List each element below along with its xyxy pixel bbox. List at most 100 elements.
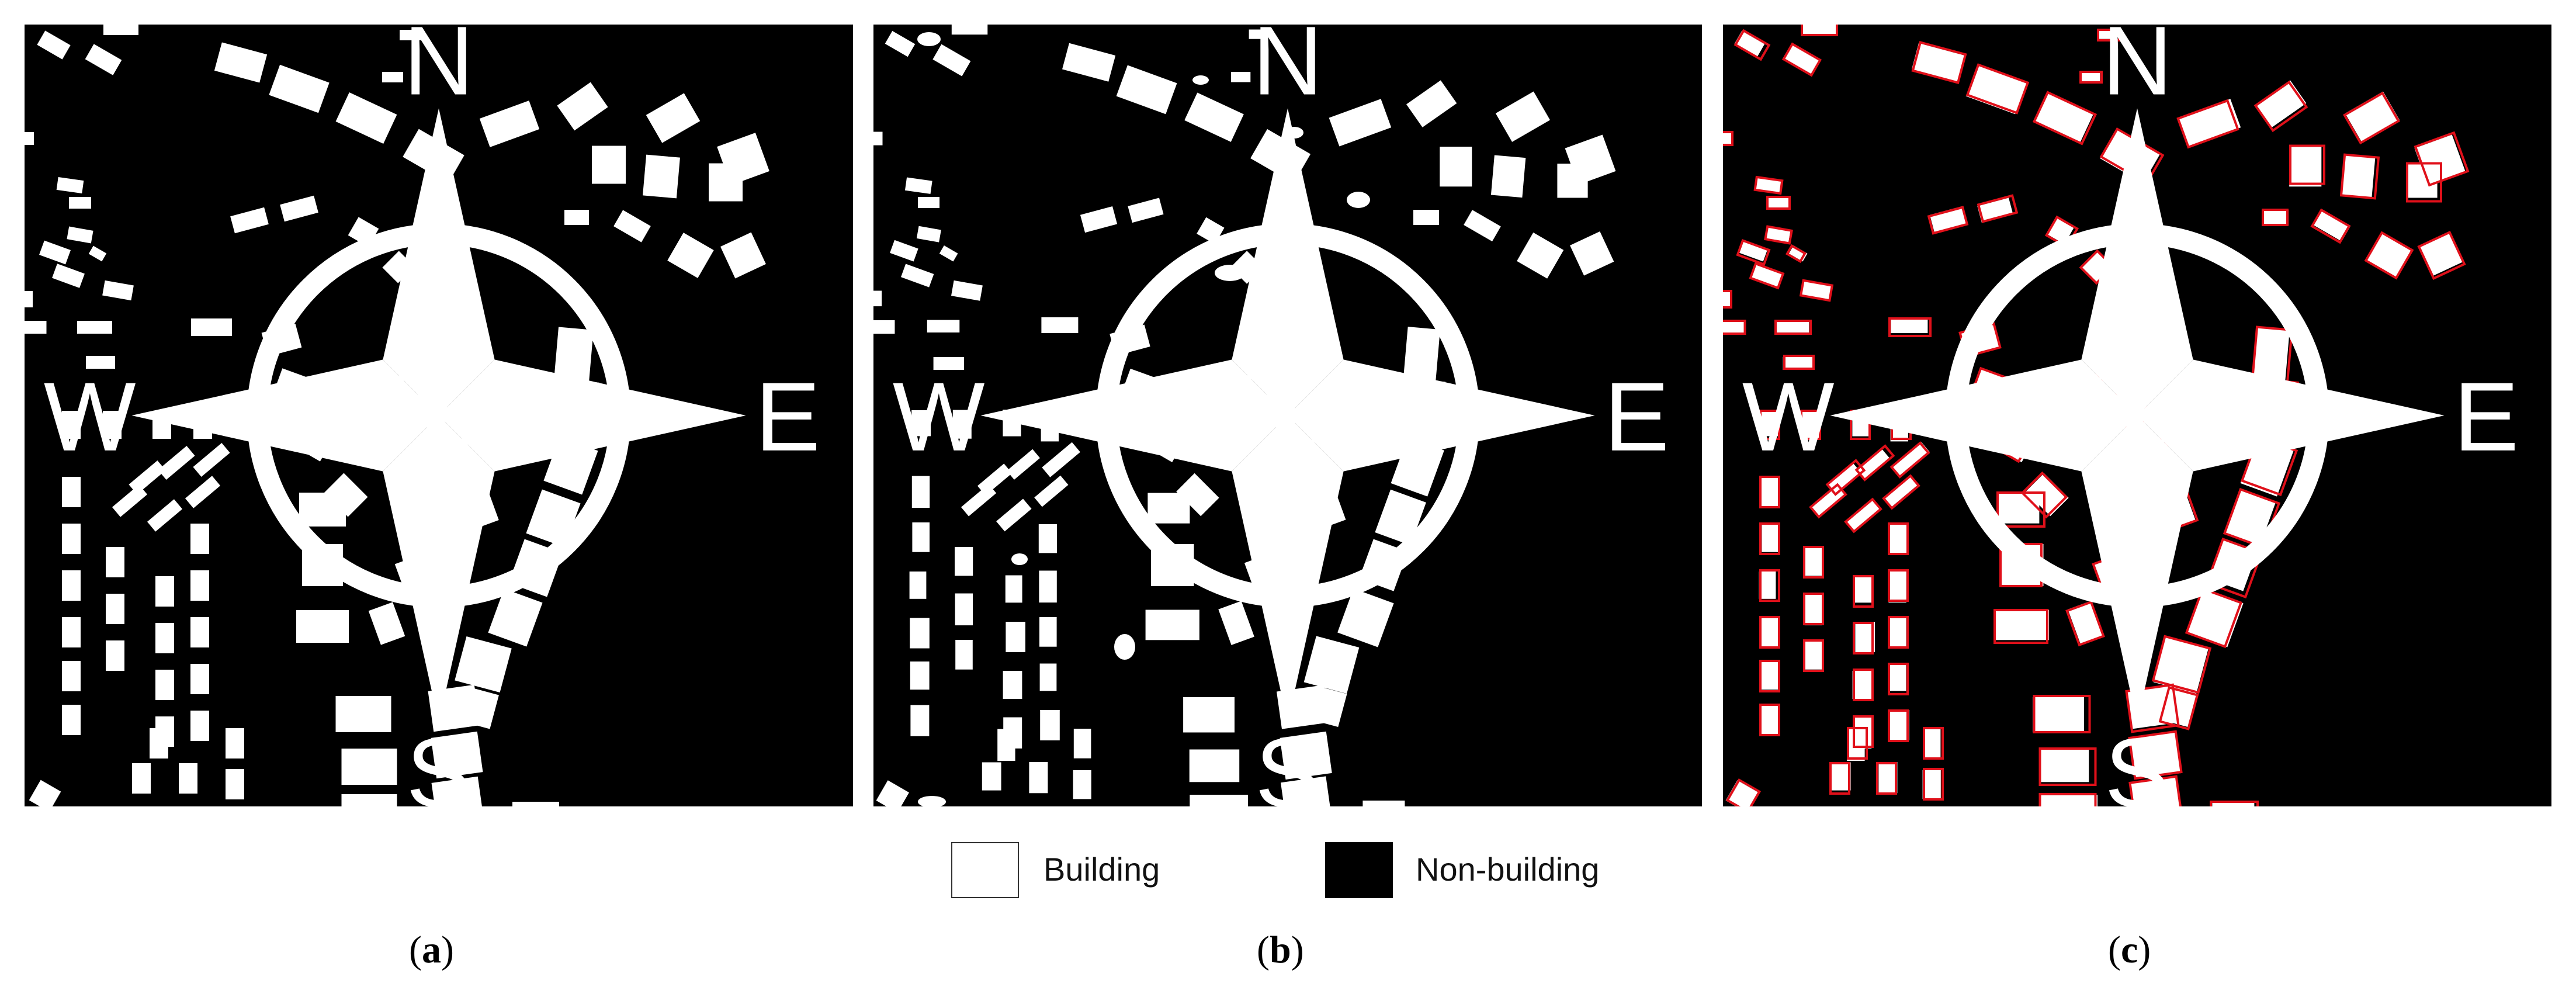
- building-footprint: [2340, 155, 2376, 198]
- building-footprint: [1776, 320, 1809, 333]
- regularized-building-outline: [2038, 793, 2097, 806]
- building-footprint: [400, 30, 421, 40]
- compass-north: N: [404, 25, 474, 115]
- regularized-building-outline: [1993, 609, 2048, 644]
- regularized-building-outline: [1781, 42, 1822, 77]
- panel-c-regularized-map: N S E W: [1723, 25, 2551, 806]
- regularized-building-outline: [1759, 410, 1780, 440]
- regularized-building-outline: [1923, 768, 1944, 801]
- regularized-building-outline: [2253, 80, 2308, 133]
- building-footprint: [1038, 524, 1057, 553]
- building-footprint: [1997, 493, 2040, 524]
- regularized-building-outline: [1774, 320, 1812, 335]
- building-footprint: [1039, 570, 1057, 603]
- regularized-building-outline: [2339, 153, 2380, 200]
- building-footprint: [1804, 593, 1822, 626]
- building-footprint: [955, 640, 973, 670]
- building-footprint: [214, 42, 268, 83]
- building-footprint: [1281, 776, 1330, 806]
- prediction-noise-blob: [1215, 265, 1245, 281]
- regularized-building-outline: [2417, 230, 2466, 280]
- building-footprint: [85, 44, 122, 75]
- building-footprint: [1007, 449, 1040, 480]
- building-footprint: [1183, 697, 1235, 733]
- building-footprint: [1723, 131, 1732, 146]
- building-footprint: [951, 25, 988, 35]
- regularized-building-outline: [2289, 144, 2325, 185]
- regularized-building-outline: [1888, 317, 1932, 337]
- regularized-building-outline: [1965, 63, 2030, 115]
- building-footprint: [86, 356, 115, 369]
- building-footprint: [1329, 99, 1392, 147]
- compass-west: W: [1742, 363, 1835, 472]
- regularized-building-outline: [2151, 635, 2212, 694]
- regularized-building-outline: [2128, 775, 2182, 806]
- building-footprint: [1495, 91, 1550, 142]
- building-footprint: [155, 576, 174, 607]
- legend-label-non-building: Non-building: [1416, 851, 1600, 888]
- building-footprint: [190, 524, 209, 554]
- building-footprint: [230, 207, 269, 234]
- building-footprint: [1891, 317, 1928, 333]
- building-footprint: [1073, 770, 1091, 799]
- building-footprint: [1403, 327, 1440, 381]
- regularized-building-outline: [1996, 491, 2045, 528]
- building-footprint: [1878, 762, 1898, 794]
- prediction-noise-blob: [918, 796, 946, 806]
- building-footprint: [185, 476, 221, 508]
- building-footprint: [961, 484, 997, 517]
- regularized-building-outline: [2079, 71, 2103, 84]
- panel-b-predicted-map: N S E W: [873, 25, 1702, 806]
- building-footprint: [62, 411, 81, 439]
- building-footprint: [1062, 43, 1116, 82]
- building-footprint: [1723, 320, 1745, 334]
- building-footprint: [643, 154, 680, 199]
- regularized-building-outline: [1888, 616, 1909, 649]
- regularized-building-outline: [1800, 410, 1821, 440]
- building-footprint: [1184, 92, 1244, 142]
- building-footprint: [646, 93, 701, 143]
- regularized-building-outline: [2176, 99, 2239, 149]
- building-footprint: [455, 636, 512, 693]
- building-footprint: [1176, 473, 1219, 517]
- predicted-building-map: [873, 25, 1616, 806]
- regularized-building-outline: [2210, 801, 2259, 806]
- building-footprint: [1231, 72, 1251, 82]
- building-footprint: [1413, 210, 1440, 225]
- building-footprint: [77, 321, 112, 334]
- building-footprint: [1884, 475, 1918, 507]
- building-footprint: [39, 240, 71, 265]
- compass-east: E: [2454, 363, 2519, 472]
- building-footprint: [1888, 524, 1906, 553]
- building-footprint: [910, 661, 930, 690]
- building-footprint: [1029, 762, 1048, 794]
- building-footprint: [1739, 240, 1768, 262]
- building-footprint: [25, 321, 47, 334]
- caption-b: (b): [1257, 929, 1304, 971]
- regularized-building-outline: [1923, 727, 1944, 760]
- regularized-building-outline: [1723, 320, 1746, 335]
- building-footprint: [103, 411, 122, 439]
- building-footprint: [1891, 442, 1930, 477]
- regularized-building-outline: [2310, 208, 2351, 244]
- regularized-building-outline: [1766, 196, 1791, 210]
- building-footprint: [927, 320, 960, 333]
- building-footprint: [910, 618, 930, 649]
- prediction-noise-blob: [1011, 553, 1028, 565]
- building-footprint: [910, 705, 930, 736]
- building-footprint: [25, 132, 34, 145]
- building-footprint: [1761, 476, 1780, 508]
- regularized-building-outline: [1785, 244, 1807, 264]
- building-footprint: [1034, 475, 1069, 507]
- building-footprint: [1517, 232, 1564, 279]
- regularized-building-outline: [1799, 279, 1834, 302]
- regularized-building-outline: [2364, 231, 2414, 280]
- building-footprint: [1128, 198, 1164, 223]
- regularized-building-outline: [2097, 29, 2120, 41]
- building-footprint: [62, 524, 81, 554]
- building-footprint: [911, 410, 931, 437]
- building-footprint: [1762, 522, 1779, 552]
- building-footprint: [2098, 29, 2117, 39]
- building-footprint: [299, 493, 346, 527]
- regularized-building-outline: [1803, 639, 1824, 672]
